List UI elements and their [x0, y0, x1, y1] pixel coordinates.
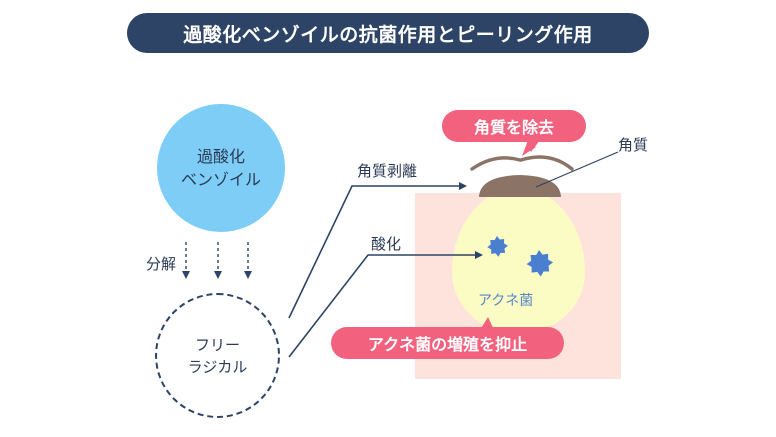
peel-label: 角質剥離 — [357, 162, 418, 180]
benzoyl-peroxide-circle: 過酸化 ベンゾイル — [157, 104, 285, 232]
keratin-pointer — [535, 151, 619, 188]
decompose-arrows — [182, 242, 252, 279]
callout-bottom-text: アクネ菌の増殖を抑止 — [367, 335, 528, 354]
radical-label-line2: ラジカル — [187, 357, 248, 376]
radical-label-line1: フリー — [194, 335, 240, 354]
callout-remove-keratin: 角質を除去 — [442, 110, 586, 142]
peel-arrow — [288, 182, 467, 319]
diagram-title: 過酸化ベンゾイルの抗菌作用とピーリング作用 — [183, 23, 593, 46]
callout-top-text: 角質を除去 — [473, 118, 554, 137]
acne-bacteria-label: アクネ菌 — [478, 293, 534, 309]
keratin-plug — [470, 143, 574, 197]
decompose-label: 分解 — [146, 255, 177, 273]
title-bar: 過酸化ベンゾイルの抗菌作用とピーリング作用 — [127, 13, 649, 53]
free-radical-circle: フリー ラジカル — [155, 293, 280, 418]
bacteria-large — [526, 250, 554, 277]
oxidation-arrow — [288, 251, 483, 358]
pore — [452, 188, 585, 333]
bpo-label-line1: 過酸化 — [196, 147, 245, 166]
callout-top-tail — [526, 140, 540, 152]
callout-suppress-acne: アクネ菌の増殖を抑止 — [331, 327, 564, 359]
bacteria-small — [487, 236, 508, 257]
callout-bottom-tail — [480, 317, 494, 330]
bpo-label-line2: ベンゾイル — [180, 170, 261, 189]
keratin-label: 角質 — [618, 136, 649, 154]
oxidation-label: 酸化 — [371, 235, 402, 253]
